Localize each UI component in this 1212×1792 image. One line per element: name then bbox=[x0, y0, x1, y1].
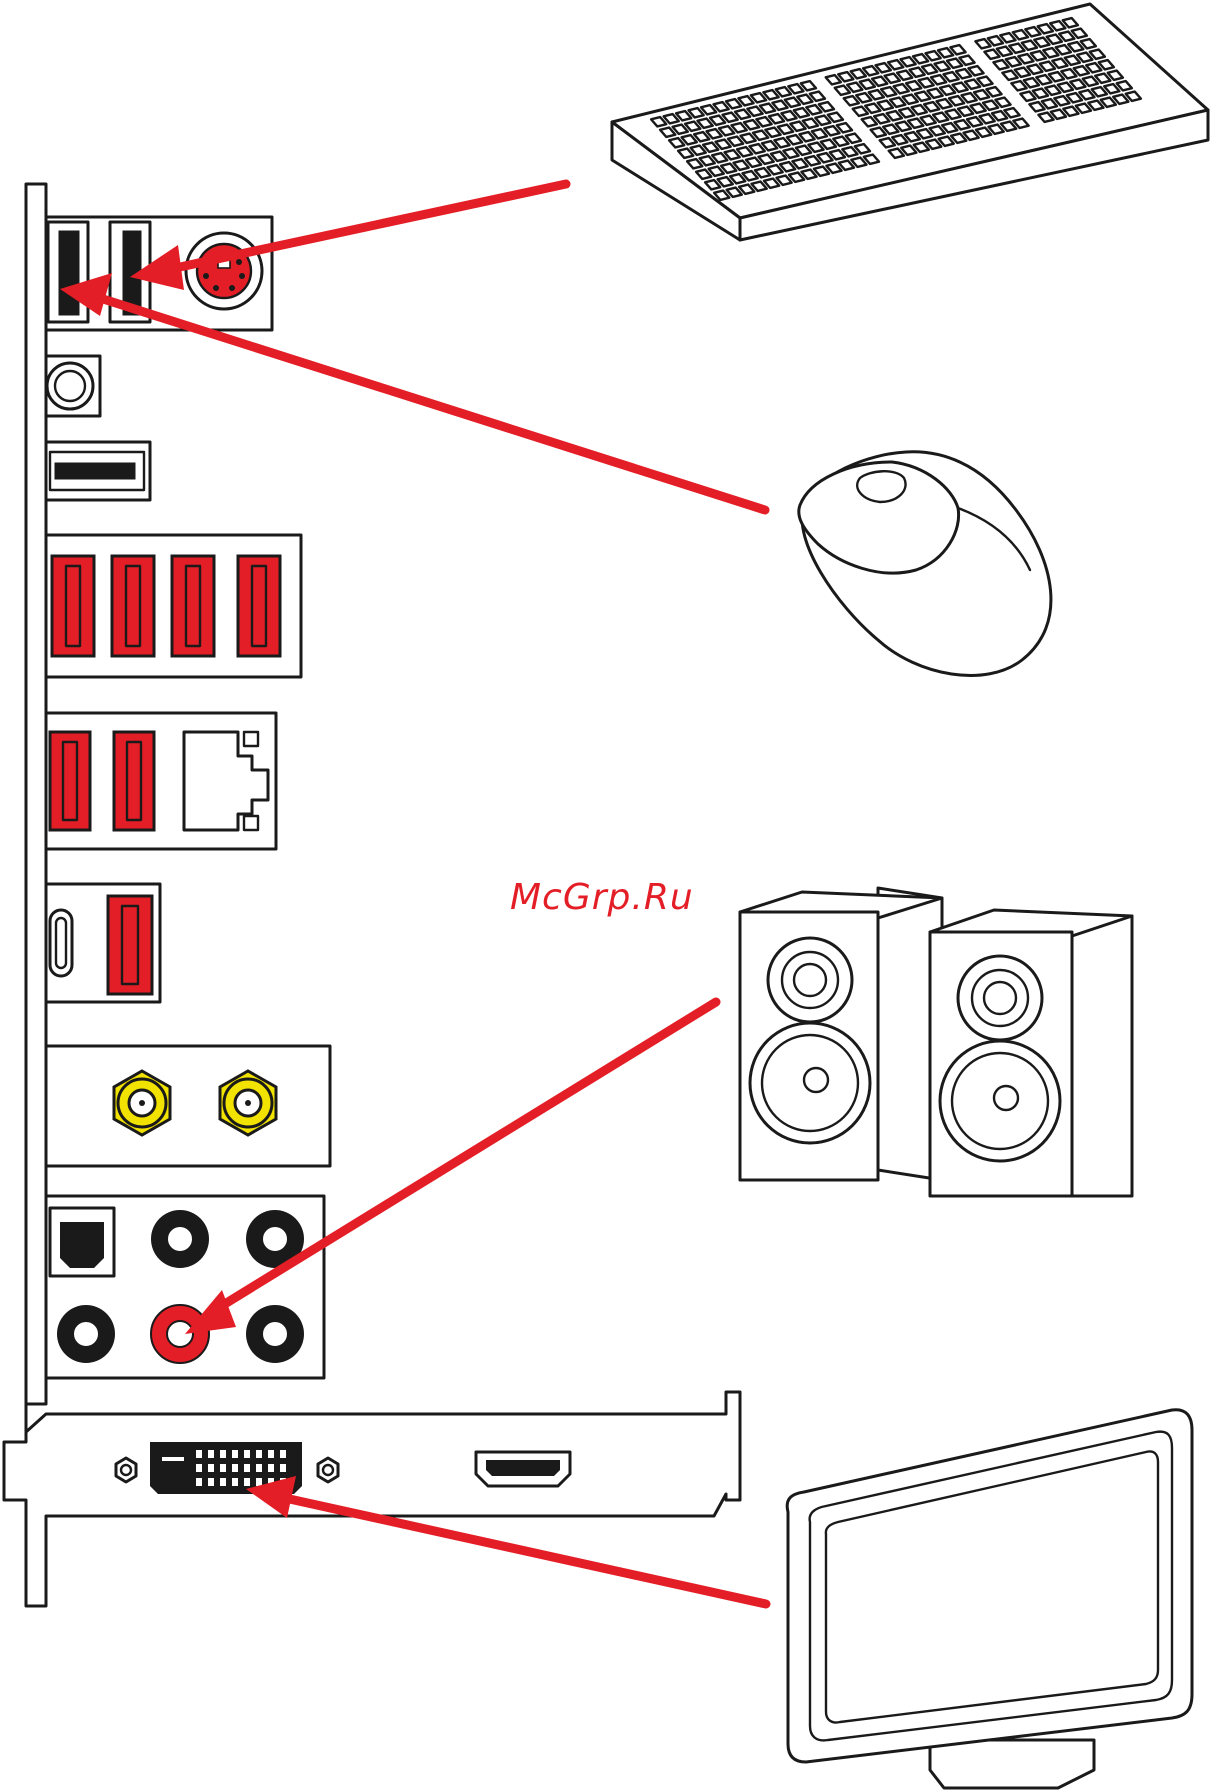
speaker-left bbox=[740, 888, 942, 1180]
wifi-antenna-group bbox=[46, 1046, 330, 1166]
usb-lan-group bbox=[46, 713, 276, 849]
ps2-port-icon bbox=[186, 233, 262, 309]
audio-jack-5 bbox=[246, 1305, 304, 1363]
usb-type-c-group bbox=[46, 884, 160, 1002]
usb-type-c-port bbox=[50, 910, 72, 976]
audio-line-out-jack bbox=[151, 1305, 209, 1363]
audio-jack-1 bbox=[151, 1210, 209, 1268]
dvi-screw-left bbox=[116, 1458, 136, 1482]
antenna-connector-2 bbox=[220, 1071, 276, 1135]
hdmi-port bbox=[476, 1452, 570, 1486]
watermark-text: McGrp.Ru bbox=[510, 877, 694, 918]
audio-group bbox=[46, 1196, 324, 1378]
dvi-screw-right bbox=[318, 1458, 338, 1482]
keyboard-icon bbox=[612, 4, 1208, 240]
monitor-icon bbox=[787, 1410, 1192, 1788]
speaker-right bbox=[930, 910, 1132, 1196]
usb-3-1-gen2-port bbox=[46, 442, 150, 500]
antenna-connector-1 bbox=[114, 1071, 170, 1135]
optical-spdif-port bbox=[50, 1208, 114, 1276]
mouse-icon bbox=[799, 452, 1051, 676]
clear-cmos-button bbox=[46, 356, 100, 416]
io-shield-left-edge bbox=[26, 184, 46, 1404]
audio-jack-3 bbox=[57, 1305, 115, 1363]
speakers-icon bbox=[740, 888, 1132, 1196]
usb-3-1-quad-group bbox=[46, 535, 301, 677]
io-shield bbox=[26, 184, 330, 1404]
